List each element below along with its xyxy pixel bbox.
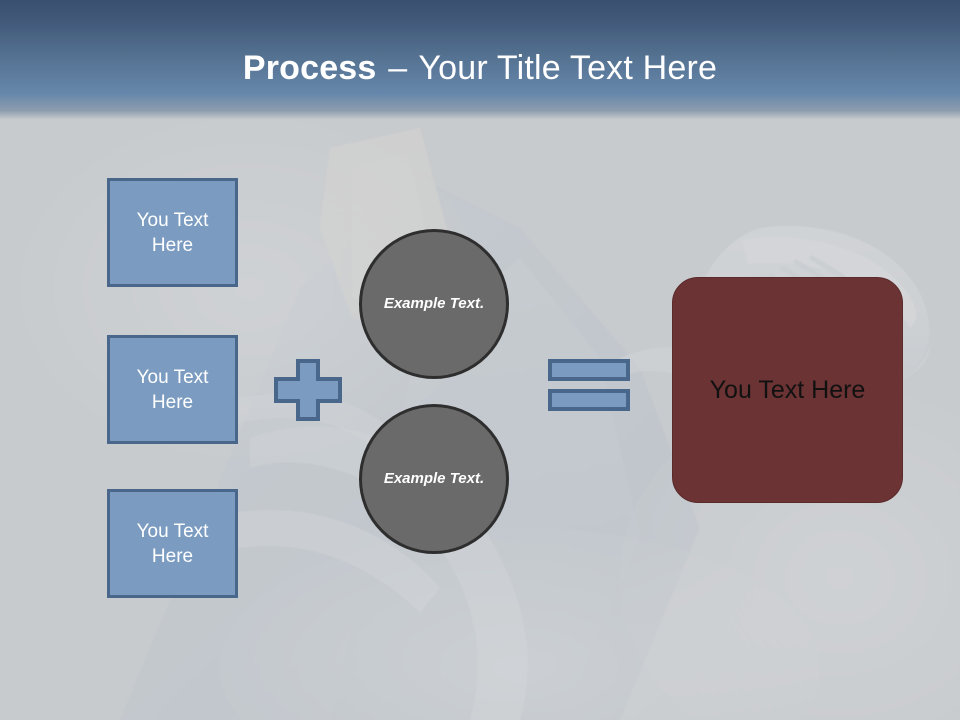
plus-icon [274,359,342,421]
page-title-strong: Process [242,49,377,87]
page-title-rest: Your Title Text Here [418,49,718,87]
process-circle-2[interactable]: Example Text. [359,404,509,554]
input-box-1[interactable]: You Text Here [107,178,238,287]
input-box-2-label: You Text Here [136,366,209,413]
result-box-label: You Text Here [709,376,866,404]
input-box-3[interactable]: You Text Here [107,489,238,598]
result-box[interactable]: You Text Here [672,277,903,503]
input-box-3-label: You Text Here [136,520,209,567]
process-circle-2-label: Example Text. [383,470,485,487]
process-circle-1-label: Example Text. [383,295,485,312]
equals-icon [548,359,630,411]
page-title: Process – Your Title Text Here [0,48,960,88]
input-box-1-label: You Text Here [136,209,209,256]
process-circle-1[interactable]: Example Text. [359,229,509,379]
page-title-separator: – [388,49,408,87]
header-band: Process – Your Title Text Here [0,0,960,120]
input-box-2[interactable]: You Text Here [107,335,238,444]
